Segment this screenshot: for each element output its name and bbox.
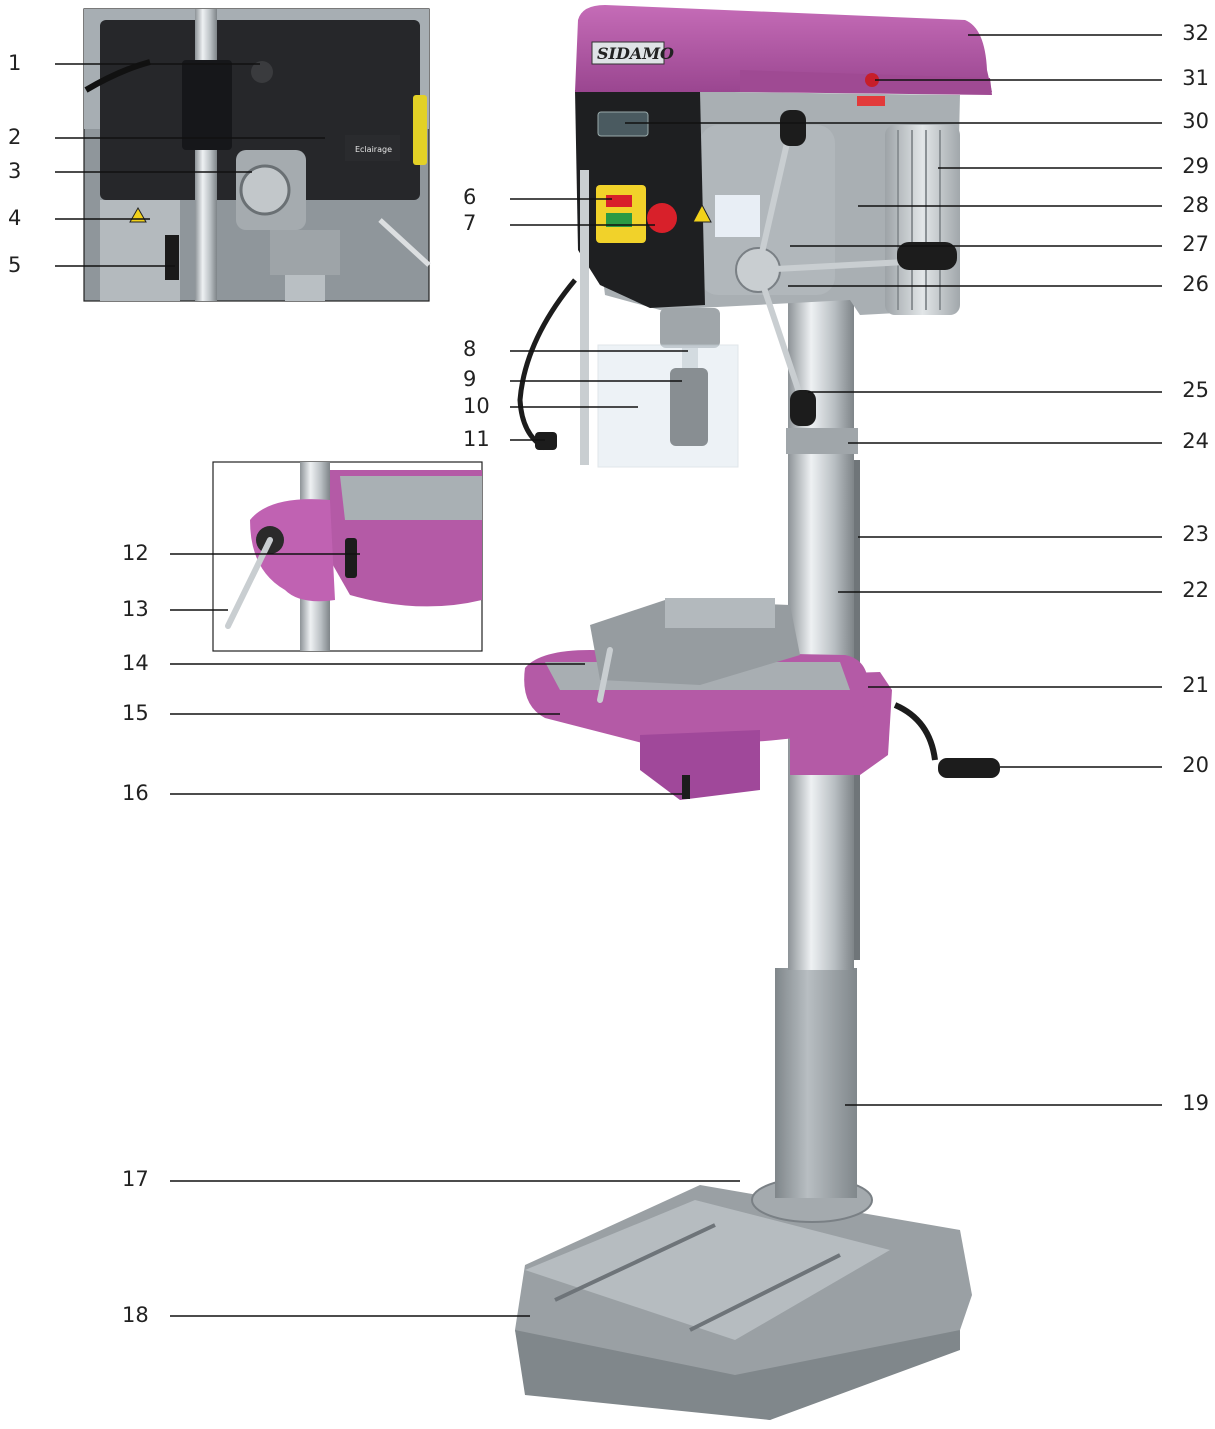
callout-number-25: 25 [1182, 378, 1209, 402]
inset-table-surface [340, 476, 482, 520]
callout-number-24: 24 [1182, 429, 1209, 453]
head-side-panel [700, 125, 835, 295]
inset-depth-rod [195, 9, 217, 301]
feed-knob-upper [780, 110, 806, 146]
inset-head-housing [100, 20, 420, 200]
callout-number-19: 19 [1182, 1091, 1209, 1115]
base-t-slot-1 [554, 1223, 716, 1302]
stop-button-icon [606, 195, 632, 207]
guard-rod [580, 170, 589, 465]
vice-jaw [665, 598, 775, 628]
brand-plate [591, 41, 665, 65]
callout-number-28: 28 [1182, 193, 1209, 217]
callout-number-26: 26 [1182, 272, 1209, 296]
callout-number-23: 23 [1182, 522, 1209, 546]
warning-label [857, 96, 885, 106]
callout-number-16: 16 [122, 781, 149, 805]
feed-handle-right [757, 259, 906, 273]
inset-knob-icon [251, 61, 273, 83]
callout-number-29: 29 [1182, 154, 1209, 178]
callout-number-21: 21 [1182, 673, 1209, 697]
feed-handle-upper [755, 129, 793, 271]
crank-arm [893, 702, 938, 761]
inset-switch-plate [345, 135, 400, 161]
callout-number-5: 5 [8, 253, 21, 277]
callout-number-32: 32 [1182, 21, 1209, 45]
vice-handle [597, 647, 613, 703]
cover-lock-knob [865, 73, 879, 87]
callout-number-17: 17 [122, 1167, 149, 1191]
inset-yellow-lamp [413, 95, 427, 165]
work-lamp-cable [517, 278, 577, 451]
callout-number-13: 13 [122, 597, 149, 621]
inset-bracket [165, 235, 179, 280]
warning-triangle-icon-2 [692, 203, 712, 223]
callout-number-27: 27 [1182, 232, 1209, 256]
feed-handle-lower [755, 269, 803, 396]
callout-number-15: 15 [122, 701, 149, 725]
spindle-housing [660, 308, 720, 348]
emergency-stop-icon [647, 203, 677, 233]
brand-name: SIDAMO [597, 44, 674, 63]
column-sleeve [775, 968, 857, 1198]
motor-fins [897, 130, 941, 310]
inset-table-lock-detail [212, 461, 483, 652]
feed-knob-lower [790, 390, 816, 426]
callout-number-9: 9 [463, 367, 476, 391]
inset-chuck-bottom [285, 275, 325, 301]
callout-number-1: 1 [8, 51, 21, 75]
inset-switch-label: Eclairage [355, 145, 392, 154]
table-underside [640, 730, 760, 800]
inset-lock-housing [250, 499, 335, 602]
callout-number-8: 8 [463, 337, 476, 361]
base-work-surface [525, 1200, 890, 1340]
chuck-guard [597, 344, 739, 468]
belt-cover [575, 5, 992, 92]
inset-bearing [239, 164, 291, 216]
callout-number-3: 3 [8, 159, 21, 183]
callout-number-31: 31 [1182, 66, 1209, 90]
crank-handle [938, 758, 1000, 778]
drill-press: SIDAMO [515, 5, 1000, 1420]
callout-number-18: 18 [122, 1303, 149, 1327]
feed-knob-right [897, 242, 957, 270]
callouts: 1234567891011121314151617181920212223242… [8, 21, 1209, 1327]
start-button-icon [606, 213, 632, 227]
callout-number-10: 10 [463, 394, 490, 418]
callout-number-2: 2 [8, 125, 21, 149]
base-t-slot-2 [689, 1253, 841, 1332]
callout-number-11: 11 [463, 427, 490, 451]
info-stickers [715, 195, 760, 237]
callout-number-30: 30 [1182, 109, 1209, 133]
feed-stop-collar [786, 428, 858, 454]
callout-number-14: 14 [122, 651, 149, 675]
callout-number-7: 7 [463, 211, 476, 235]
base-front-edge [515, 1330, 960, 1420]
digital-display [597, 111, 649, 137]
work-lamp [535, 432, 557, 450]
callout-number-6: 6 [463, 185, 476, 209]
inset-rack-clip [345, 538, 357, 578]
inset-guard-rod [378, 218, 431, 267]
callout-number-22: 22 [1182, 578, 1209, 602]
inset-chuck-top [270, 230, 340, 275]
callout-number-12: 12 [122, 541, 149, 565]
table-lock-screw [682, 775, 690, 799]
callout-number-4: 4 [8, 206, 21, 230]
callout-number-20: 20 [1182, 753, 1209, 777]
inset-rod-clamp [182, 60, 232, 150]
inset-switch-detail: Eclairage [83, 8, 431, 302]
